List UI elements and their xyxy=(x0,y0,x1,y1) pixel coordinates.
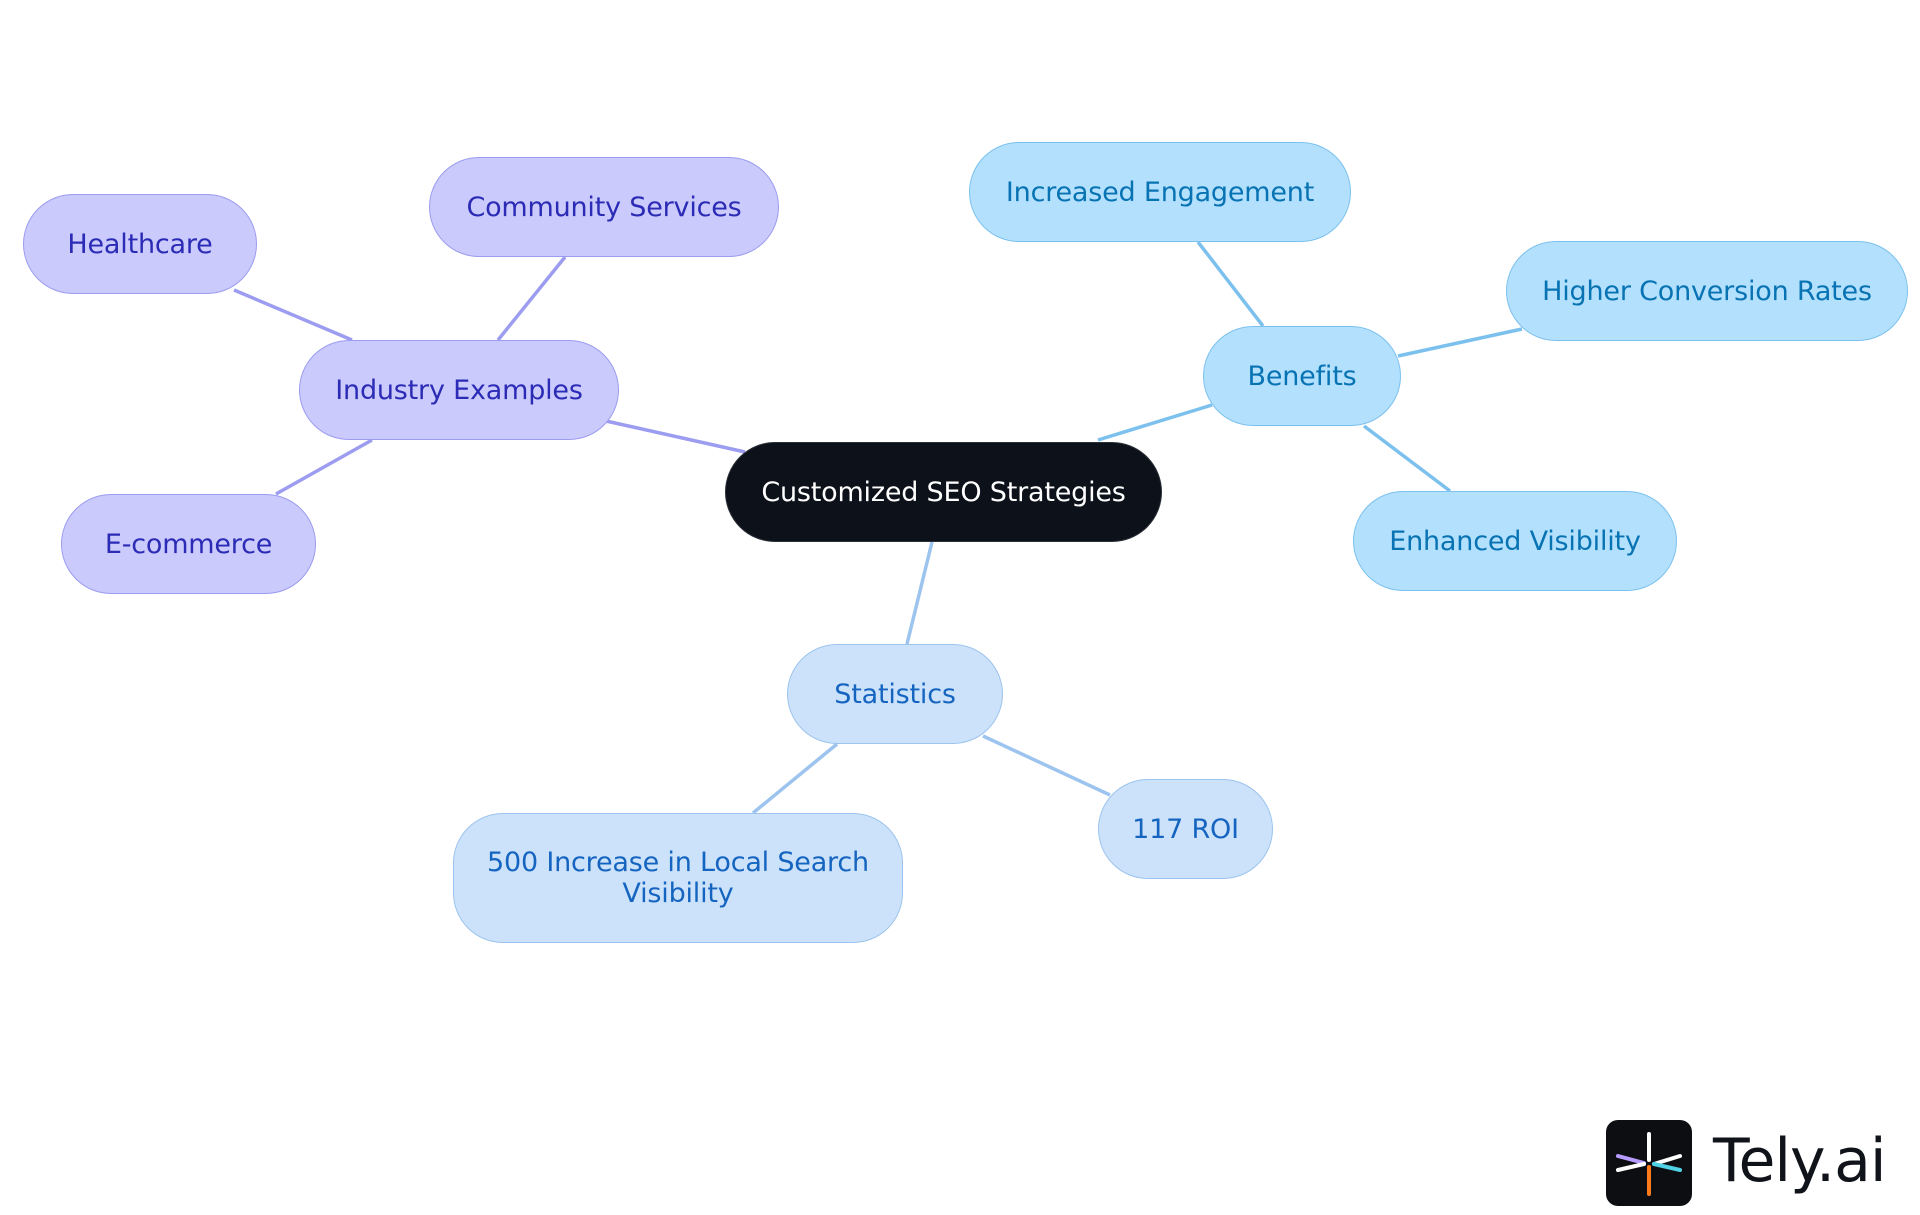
node-statistics: Statistics xyxy=(787,644,1003,744)
node-ecommerce: E-commerce xyxy=(61,494,316,594)
node-healthcare-label: Healthcare xyxy=(67,228,213,260)
node-benefits: Benefits xyxy=(1203,326,1401,426)
node-root-label: Customized SEO Strategies xyxy=(761,476,1126,508)
tely-asterisk-icon xyxy=(1606,1120,1692,1206)
node-roi-label: 117 ROI xyxy=(1132,813,1239,845)
edge-benefits-engagement xyxy=(1196,240,1265,328)
edge-statistics-local xyxy=(751,742,839,815)
logo-wordmark: Tely.ai xyxy=(1713,1126,1887,1196)
edge-benefits-conversion xyxy=(1397,327,1523,358)
node-higher-conversion-rates-label: Higher Conversion Rates xyxy=(1542,275,1872,307)
node-benefits-label: Benefits xyxy=(1247,360,1357,392)
node-enhanced-visibility-label: Enhanced Visibility xyxy=(1389,525,1641,557)
node-ecommerce-label: E-commerce xyxy=(104,528,273,560)
node-increased-engagement: Increased Engagement xyxy=(969,142,1351,242)
node-higher-conversion-rates: Higher Conversion Rates xyxy=(1506,241,1908,341)
node-industry-examples-label: Industry Examples xyxy=(335,374,583,406)
edge-industry-ecommerce xyxy=(275,438,373,496)
node-statistics-label: Statistics xyxy=(834,678,956,710)
node-community-services-label: Community Services xyxy=(466,191,742,223)
node-community-services: Community Services xyxy=(429,157,779,257)
node-roi: 117 ROI xyxy=(1098,779,1273,879)
node-local-search-visibility: 500 Increase in Local Search Visibility xyxy=(453,813,903,943)
edge-root-statistics xyxy=(905,541,934,645)
node-increased-engagement-label: Increased Engagement xyxy=(1005,176,1315,208)
node-industry-examples: Industry Examples xyxy=(299,340,619,440)
node-root: Customized SEO Strategies xyxy=(725,442,1162,542)
edge-statistics-roi xyxy=(982,734,1111,797)
edge-industry-community xyxy=(496,255,567,342)
edge-benefits-visibility xyxy=(1362,424,1452,493)
edge-industry-healthcare xyxy=(233,288,353,342)
edge-root-benefits xyxy=(1097,403,1213,442)
node-enhanced-visibility: Enhanced Visibility xyxy=(1353,491,1677,591)
edge-root-industry xyxy=(605,419,746,454)
node-healthcare: Healthcare xyxy=(23,194,257,294)
node-local-search-visibility-label: 500 Increase in Local Search Visibility xyxy=(487,847,869,909)
tely-logo: Tely.ai xyxy=(1606,1120,1887,1206)
